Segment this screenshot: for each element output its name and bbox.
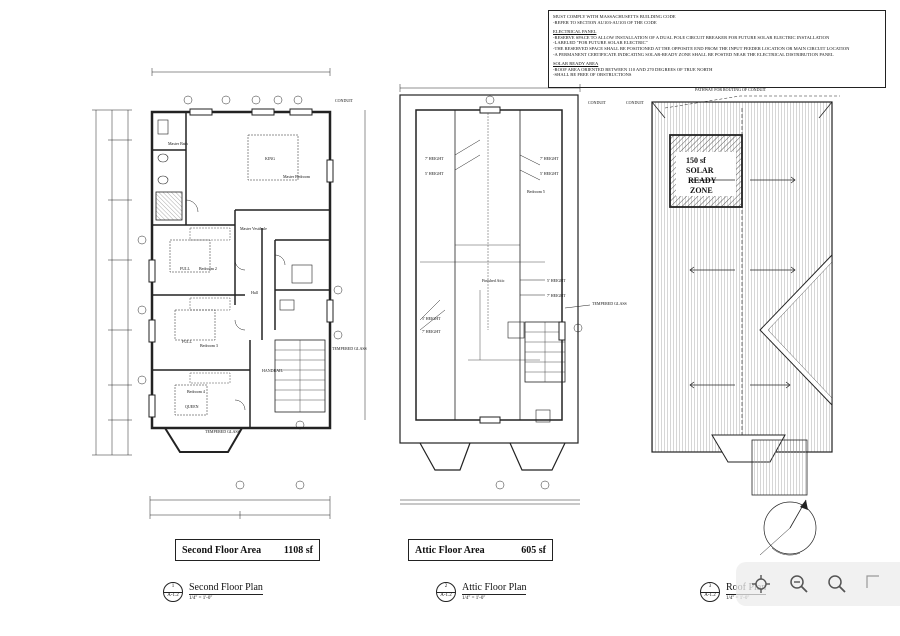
attic-floor-area-box: Attic Floor Area 605 sf [408,539,553,561]
height-label: 7' HEIGHT [422,329,441,334]
room-label-master-vestibule: Master Vestibule [240,226,267,231]
solar-zone-label: ZONE [690,186,713,195]
code-notes-box: MUST COMPLY WITH MASSACHUSETTS BUILDING … [548,10,886,88]
notes-line: MUST COMPLY WITH MASSACHUSETTS BUILDING … [553,14,676,19]
notes-line: -SHALL BE FREE OF OBSTRUCTIONS [553,72,632,78]
room-label-master-bedroom: Master Bedroom [283,174,311,179]
plan-number-bubble: 2 A-1.2 [436,582,456,602]
bed-label-full: FULL [180,266,191,271]
area-label: Second Floor Area [182,544,262,556]
room-label-master-bath: Master Bath [168,141,188,146]
pathway-label: PATHWAY FOR ROUTING OF CONDUIT [695,87,767,92]
room-label-bedroom-5: Bedroom 5 [527,189,545,194]
fullscreen-button[interactable] [860,569,890,599]
height-label: 5' HEIGHT [422,316,441,321]
plan-scale: 1/4" = 1'-0" [462,596,486,601]
solar-zone-area: 150 sf [686,156,706,165]
area-label: Attic Floor Area [415,544,485,556]
plan-title: Attic Floor Plan [462,582,527,595]
zoom-in-icon [828,575,846,593]
notes-heading: ELECTRICAL PANEL [553,29,597,35]
conduit-label: CONDUIT [626,100,645,105]
plan-scale: 1/4" = 1'-0" [189,596,213,601]
zoom-toolbar [736,562,900,606]
height-label: 7' HEIGHT [547,293,566,298]
height-label: 7' HEIGHT [425,156,444,161]
second-floor-plan [92,68,366,519]
zoom-out-icon [790,575,808,593]
bed-label-king: KING [265,156,275,161]
area-value: 1108 sf [283,544,313,556]
title-block-attic: 2 A-1.2 Attic Floor Plan 1/4" = 1'-0" [436,582,527,602]
attic-floor-plan [399,84,591,505]
notes-line: -REFER TO SECTION AU103-AU103 OF THE COD… [553,19,657,25]
conduit-label: CONDUIT [335,98,354,103]
plan-number-bubble: 1 A-1.2 [163,582,183,602]
room-label-finished-attic: Finished Attic [482,278,505,283]
title-block-second-floor: 1 A-1.2 Second Floor Plan 1/4" = 1'-0" [163,582,263,602]
second-floor-area-box: Second Floor Area 1108 sf [175,539,320,561]
height-label: 5' HEIGHT [547,278,566,283]
notes-line: -THE RESERVED SPACE SHALL BE POSITIONED … [553,45,850,51]
solar-zone-label: SOLAR [686,166,714,175]
conduit-label: CONDUIT [588,100,607,105]
notes-line: -LABELED "FOR FUTURE SOLAR ELECTRIC" [553,40,648,46]
notes-line: -ROOF AREA ORIENTED BETWEEN 110 AND 270 … [553,66,713,72]
room-label-bedroom-3: Bedroom 3 [200,343,218,348]
notes-heading: SOLAR READY AREA [553,61,599,67]
room-label-bedroom-4: Bedroom 4 [187,389,205,394]
room-label-hall: Hall [251,290,259,295]
tempered-glass-label: TEMPERED GLASS [592,301,627,306]
tempered-glass-label: TEMPERED GLASS [205,429,240,434]
height-label: 5' HEIGHT [425,171,444,176]
roof-plan [651,95,840,556]
plan-number-bubble: 3 A-1.2 [700,582,720,602]
bed-label-queen: QUEEN [185,404,199,409]
zoom-in-button[interactable] [822,569,852,599]
notes-line: -RESERVE SPACE TO ALLOW INSTALLATION OF … [553,34,830,40]
room-label-bedroom-2: Bedroom 2 [199,266,217,271]
tempered-glass-label: TEMPERED GLASS [332,346,367,351]
zoom-fit-button[interactable] [746,569,776,599]
notes-line: -A PERMANENT CERTIFICATE INDICATING SOLA… [553,51,834,57]
solar-zone-label: READY [688,176,717,185]
handrail-label: HANDRAIL [262,368,283,373]
bed-label-full: FULL [182,339,193,344]
height-label: 5' HEIGHT [540,171,559,176]
fullscreen-icon [866,575,879,588]
height-label: 7' HEIGHT [540,156,559,161]
zoom-out-button[interactable] [784,569,814,599]
zoom-fit-icon [752,575,770,593]
area-value: 605 sf [521,544,546,556]
plan-title: Second Floor Plan [189,582,263,595]
